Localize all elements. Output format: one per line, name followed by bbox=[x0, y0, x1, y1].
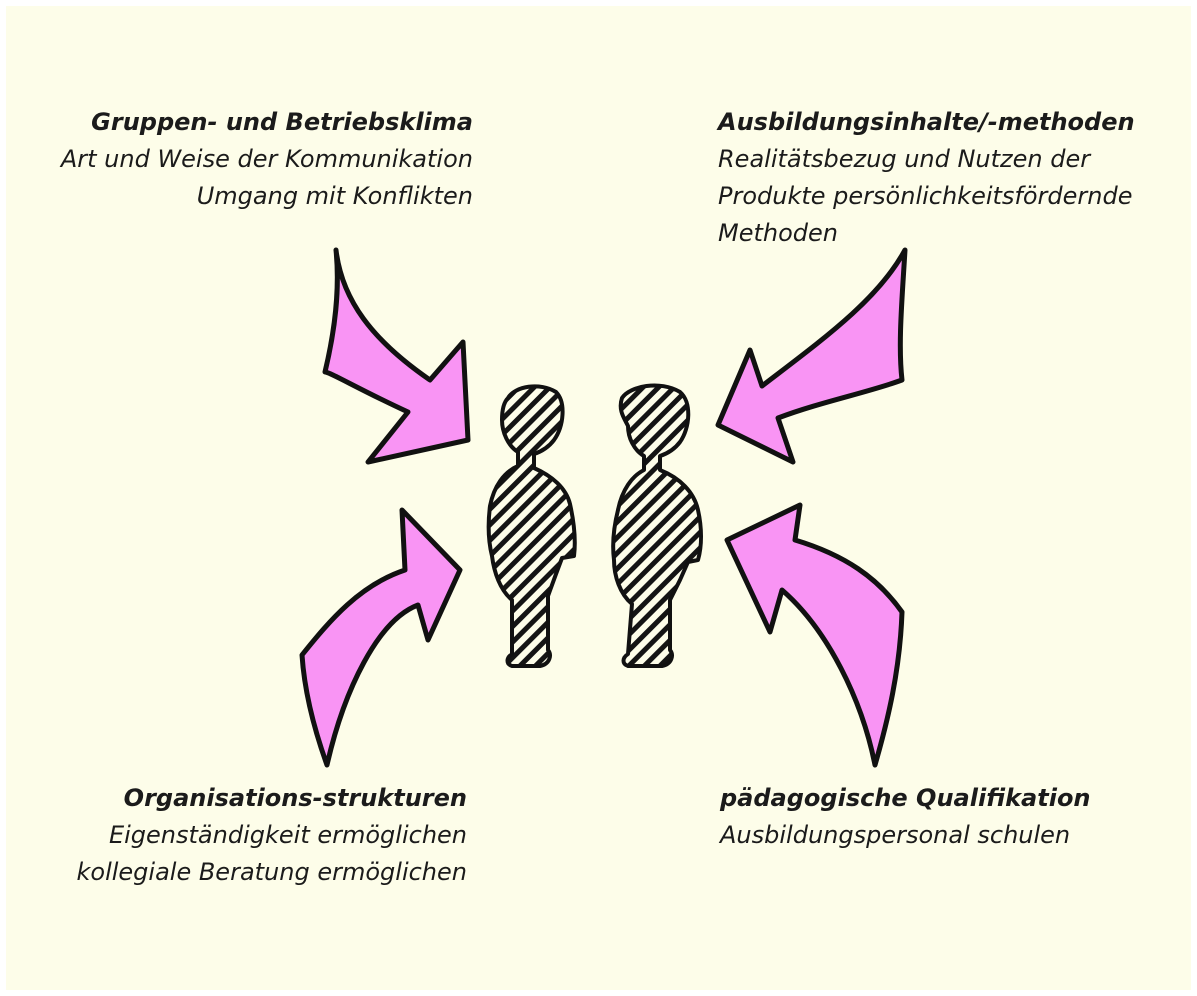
heading-pedagogical: pädagogische Qualifikation bbox=[720, 780, 1180, 817]
person-left-icon bbox=[489, 386, 575, 666]
person-right-icon bbox=[613, 385, 701, 666]
text-line: Ausbildungspersonal schulen bbox=[720, 817, 1180, 854]
text-block-group-climate: Gruppen- und Betriebsklima Art und Weise… bbox=[20, 104, 473, 215]
text-line: Produkte persönlichkeitsfördernde bbox=[718, 178, 1188, 215]
text-line: Umgang mit Konflikten bbox=[20, 178, 473, 215]
arrow-bottom-right-icon bbox=[727, 505, 902, 765]
text-line: Methoden bbox=[718, 215, 1188, 252]
text-line: Eigenständigkeit ermöglichen bbox=[20, 817, 467, 854]
text-line: Art und Weise der Kommunikation bbox=[20, 141, 473, 178]
text-line: kollegiale Beratung ermöglichen bbox=[20, 854, 467, 891]
arrow-bottom-left-icon bbox=[302, 510, 460, 765]
heading-training-content: Ausbildungsinhalte/-methoden bbox=[718, 104, 1188, 141]
text-block-pedagogical: pädagogische Qualifikation Ausbildungspe… bbox=[720, 780, 1180, 854]
text-line: Realitätsbezug und Nutzen der bbox=[718, 141, 1188, 178]
heading-organisation: Organisations-strukturen bbox=[20, 780, 467, 817]
text-block-organisation: Organisations-strukturen Eigenständigkei… bbox=[20, 780, 467, 891]
text-block-training-content: Ausbildungsinhalte/-methoden Realitätsbe… bbox=[718, 104, 1188, 252]
heading-group-climate: Gruppen- und Betriebsklima bbox=[20, 104, 473, 141]
arrow-top-right-icon bbox=[718, 250, 905, 462]
arrow-top-left-icon bbox=[325, 250, 468, 462]
